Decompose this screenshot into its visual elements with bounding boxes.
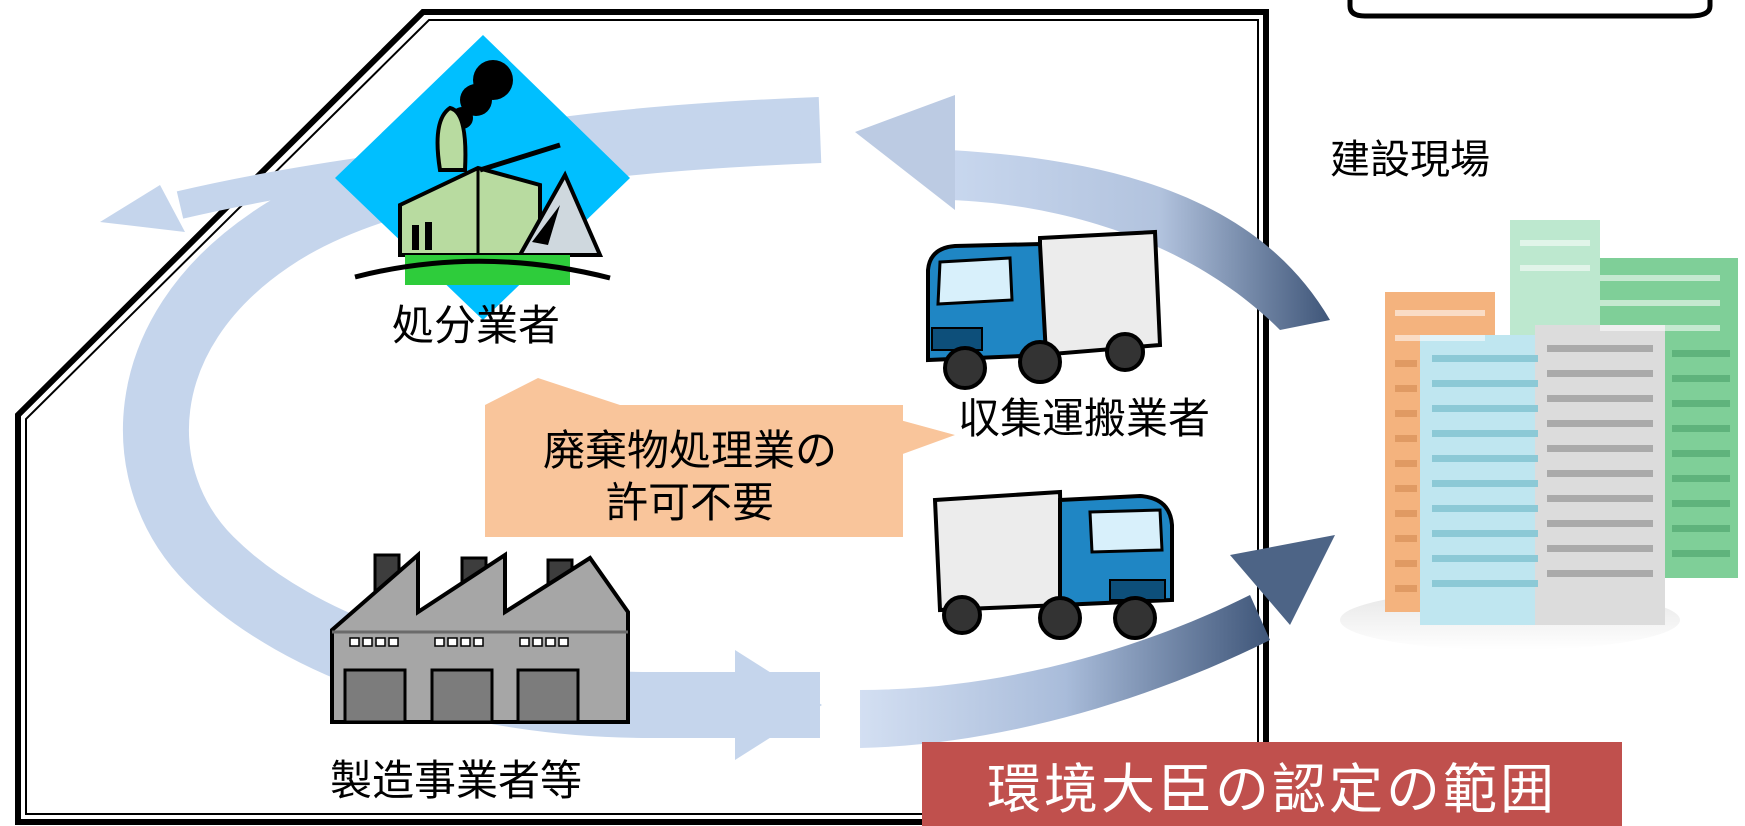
delivery-arrow-bottom [860,535,1335,748]
disposal-company-label: 処分業者 [392,301,561,350]
factory-smoke-icon [335,35,630,320]
factory-sawtooth-icon [330,550,630,724]
callout-line-2: 許可不要 [605,478,774,527]
callout-bubble [485,378,955,537]
callout-line-1: 廃棄物処理業の [542,426,837,475]
buildings-icon [1340,220,1738,650]
collector-label: 収集運搬業者 [958,394,1211,443]
truck-icon [926,229,1163,390]
truck-icon-2 [932,489,1174,640]
callout-text: 廃棄物処理業の 許可不要 [490,425,890,529]
corner-box [1347,0,1713,19]
scope-banner: 環境大臣の認定の範囲 [922,742,1622,826]
construction-site-label: 建設現場 [1330,137,1490,183]
return-arrow-top [855,95,1330,330]
manufacturer-label: 製造事業者等 [330,756,583,805]
